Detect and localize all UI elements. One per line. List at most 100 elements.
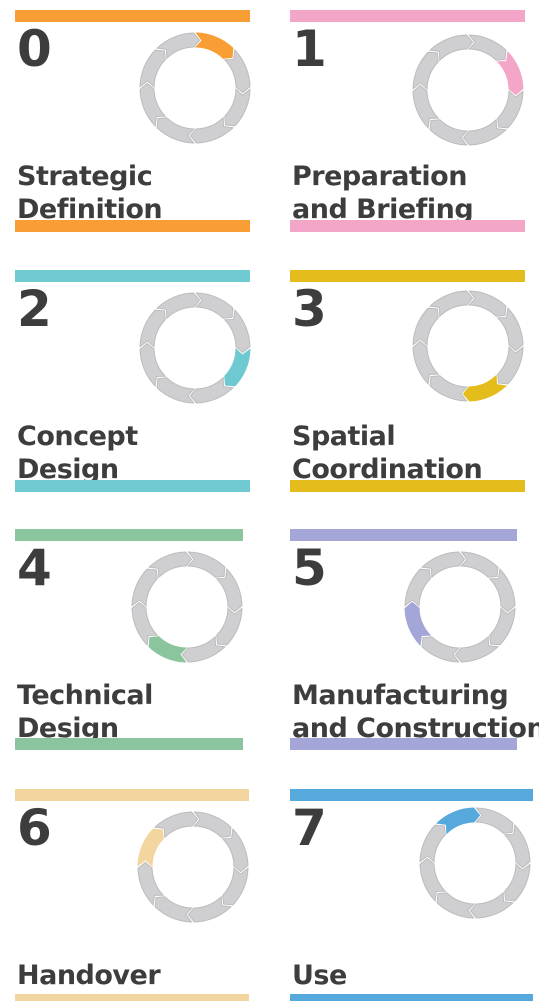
stage-title: Manufacturing and Construction — [292, 679, 539, 745]
cycle-icon — [412, 34, 524, 146]
cycle-segment — [489, 606, 516, 646]
stage-color-bar-bottom — [290, 994, 533, 1001]
cycle-segment — [187, 895, 232, 923]
cycle-segment — [189, 116, 234, 144]
cycle-segment — [474, 807, 514, 834]
cycle-icon — [419, 807, 531, 919]
stage-color-bar-top — [290, 789, 533, 801]
cycle-segment — [404, 568, 431, 608]
cycle-segment-active — [436, 807, 481, 835]
cycle-segment — [412, 340, 440, 385]
stage-number: 2 — [17, 280, 52, 338]
cycle-segment — [224, 87, 251, 127]
stage-title-line-1: Handover — [17, 960, 161, 991]
stage-title-line-1: Preparation — [292, 161, 467, 192]
cycle-segment — [181, 635, 226, 663]
cycle-segment — [194, 292, 234, 319]
stage-color-bar-bottom — [15, 220, 250, 232]
cycle-segment-active — [194, 32, 234, 59]
stage-color-bar-top — [15, 789, 249, 801]
stage-color-bar-bottom — [290, 480, 525, 492]
cycle-segment — [137, 861, 165, 906]
cycle-segment — [156, 292, 201, 320]
cycle-segment — [462, 118, 507, 146]
stage-title-line-1: Manufacturing — [292, 680, 509, 711]
cycle-segment — [467, 34, 507, 61]
cycle-segment — [139, 342, 167, 387]
stage-title: Concept Design — [17, 420, 138, 486]
cycle-segment — [215, 568, 243, 613]
stage-color-bar-bottom — [290, 738, 517, 750]
stage-number: 5 — [292, 539, 327, 597]
cycle-segment — [429, 34, 474, 62]
cycle-segment — [139, 49, 166, 89]
cycle-segment — [154, 896, 194, 923]
cycle-segment — [419, 824, 446, 864]
stage-card-5: 5 Manufacturing and Construction — [290, 529, 539, 754]
stage-color-bar-bottom — [15, 480, 250, 492]
cycle-icon — [412, 290, 524, 402]
cycle-segment — [186, 551, 226, 578]
cycle-segment — [216, 606, 243, 646]
stage-card-2: 2 Concept Design — [15, 270, 251, 495]
stage-card-1: 1 Preparation and Briefing — [290, 10, 525, 235]
cycle-segment — [421, 636, 461, 663]
cycle-segment — [421, 551, 466, 579]
stage-number: 7 — [292, 799, 327, 857]
cycle-segment — [189, 376, 234, 404]
cycle-segment — [469, 891, 514, 919]
stage-card-7: 7 Use — [290, 789, 535, 1001]
stage-title-line-2: Definition — [17, 194, 163, 225]
cycle-icon — [139, 32, 251, 144]
cycle-segment — [412, 307, 439, 347]
stage-color-bar-top — [15, 529, 243, 541]
cycle-segment — [156, 117, 196, 144]
stage-title: Handover — [17, 959, 161, 992]
cycle-segment — [131, 601, 159, 646]
stage-number: 1 — [292, 20, 327, 78]
cycle-segment — [419, 857, 447, 902]
cycle-icon — [131, 551, 243, 663]
stage-color-bar-top — [290, 10, 525, 22]
cycle-segment-active — [224, 347, 251, 387]
stage-title: Preparation and Briefing — [292, 160, 474, 226]
cycle-segment — [221, 828, 249, 873]
cycle-segment-active — [496, 51, 524, 96]
cycle-segment — [429, 290, 474, 318]
stage-title-line-2: Coordination — [292, 454, 483, 485]
cycle-segment — [222, 866, 249, 906]
cycle-segment — [192, 811, 232, 838]
stage-number: 4 — [17, 539, 52, 597]
stage-card-6: 6 Handover — [15, 789, 250, 1001]
cycle-segment — [504, 862, 531, 902]
stage-color-bar-bottom — [15, 994, 249, 1001]
cycle-segment — [156, 377, 196, 404]
cycle-icon — [139, 292, 251, 404]
cycle-icon — [137, 811, 249, 923]
stage-card-4: 4 Technical Design — [15, 529, 245, 754]
cycle-segment — [436, 892, 476, 919]
cycle-segment — [429, 375, 469, 402]
stage-title: Use — [292, 959, 347, 992]
cycle-segment — [156, 32, 201, 60]
stage-number: 0 — [17, 20, 52, 78]
stage-title-line-1: Technical — [17, 680, 153, 711]
cycle-segment — [467, 290, 507, 317]
stage-color-bar-bottom — [290, 220, 525, 232]
stage-title-line-1: Strategic — [17, 161, 153, 192]
cycle-segment-active — [462, 374, 507, 402]
stage-title-line-2: Design — [17, 454, 119, 485]
stage-card-3: 3 Spatial Coordination — [290, 270, 525, 495]
cycle-segment — [139, 309, 166, 349]
stage-title-line-2: and Briefing — [292, 194, 474, 225]
cycle-segment-active — [137, 828, 164, 868]
stage-title: Spatial Coordination — [292, 420, 483, 486]
stage-title-line-1: Use — [292, 960, 347, 991]
cycle-segment-active — [148, 636, 188, 663]
cycle-segment — [429, 119, 469, 146]
stage-color-bar-top — [15, 270, 250, 282]
stage-color-bar-top — [290, 270, 525, 282]
cycle-segment — [154, 811, 199, 839]
stage-number: 6 — [17, 799, 52, 857]
cycle-segment — [503, 824, 531, 869]
